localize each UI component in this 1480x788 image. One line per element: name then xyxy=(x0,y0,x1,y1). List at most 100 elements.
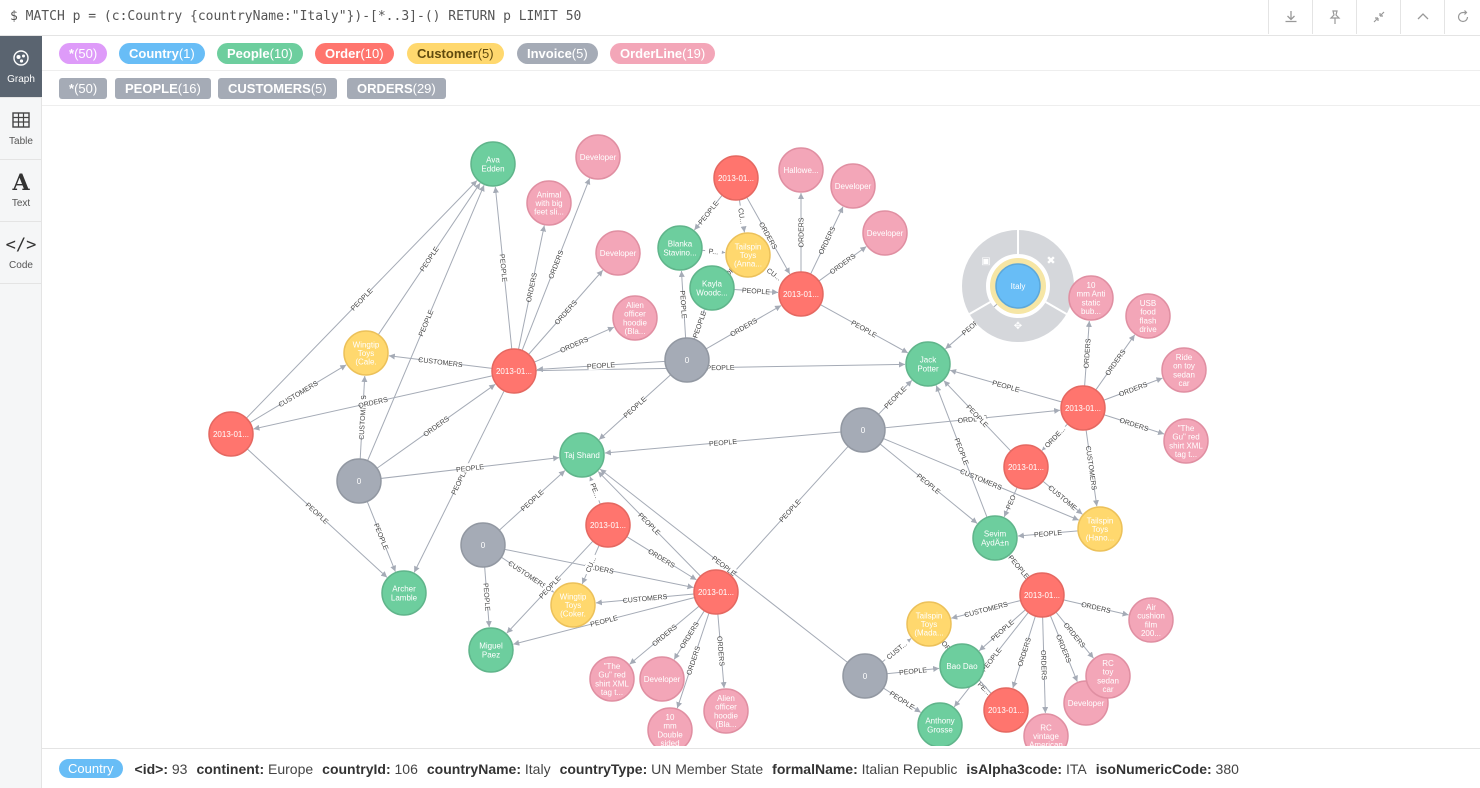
relationship-edge[interactable]: PEOPLE xyxy=(878,380,913,415)
relationship-edge[interactable]: ORDERS xyxy=(1063,599,1129,617)
customer-node[interactable]: TailspinToys(Hano... xyxy=(1077,506,1123,552)
order-node[interactable]: 2013-01... xyxy=(1003,444,1049,490)
legend-label-people[interactable]: People(10) xyxy=(217,43,303,64)
relationship-edge[interactable]: P... xyxy=(701,245,726,257)
node-circle[interactable] xyxy=(470,141,516,187)
legend-label-country[interactable]: Country(1) xyxy=(119,43,205,64)
node-circle[interactable] xyxy=(491,348,537,394)
relationship-edge[interactable]: PEOPLE xyxy=(498,470,566,531)
relationship-edge[interactable]: CUSTOMERS xyxy=(249,364,347,424)
invoice-node[interactable]: 0 xyxy=(842,653,888,699)
download-icon[interactable] xyxy=(1268,0,1312,34)
node-circle[interactable] xyxy=(778,147,824,193)
relationship-edge[interactable]: PE... xyxy=(587,476,604,505)
relationship-edge[interactable]: PEOPLE xyxy=(935,385,988,518)
relationship-edge[interactable]: ORDERS xyxy=(533,326,615,363)
node-circle[interactable] xyxy=(657,225,703,271)
node-circle[interactable] xyxy=(468,627,514,673)
node-circle[interactable] xyxy=(575,134,621,180)
customer-node[interactable]: TailspinToys(Anna... xyxy=(725,232,771,278)
relationship-edge[interactable]: PEOPLE xyxy=(690,309,708,340)
node-circle[interactable] xyxy=(336,458,382,504)
selected-label-badge[interactable]: Country xyxy=(59,759,123,778)
legend-label-orderline[interactable]: OrderLine(19) xyxy=(610,43,716,64)
node-circle[interactable] xyxy=(840,407,886,453)
node-circle[interactable] xyxy=(1125,293,1171,339)
orderline-node[interactable]: Developer xyxy=(575,134,621,180)
relationship-edge[interactable]: ORDERS xyxy=(517,225,547,350)
orderline-node[interactable]: Alienofficerhoodie(Bla... xyxy=(703,688,749,734)
node-circle[interactable] xyxy=(664,337,710,383)
relationship-edge[interactable]: ORDERS xyxy=(1039,616,1050,714)
node-circle[interactable] xyxy=(595,230,641,276)
relationship-edge[interactable]: PEOPLE xyxy=(886,664,940,677)
order-node[interactable]: 2013-01... xyxy=(713,155,759,201)
relationship-edge[interactable]: PEOPLE xyxy=(883,687,922,713)
relationship-edge[interactable]: ORDERS xyxy=(626,536,697,581)
relationship-edge[interactable]: PEOPLE xyxy=(1006,553,1031,581)
relationship-edge[interactable]: ORDERS xyxy=(1011,615,1036,689)
query-text[interactable]: $ MATCH p = (c:Country {countryName:"Ita… xyxy=(10,9,582,24)
node-circle[interactable] xyxy=(862,210,908,256)
node-circle[interactable] xyxy=(1085,653,1131,699)
node-circle[interactable] xyxy=(1060,385,1106,431)
legend-type-orders[interactable]: ORDERS(29) xyxy=(347,78,446,99)
node-circle[interactable] xyxy=(972,515,1018,561)
orderline-node[interactable]: Aircushionfilm200... xyxy=(1128,597,1174,643)
node-circle[interactable] xyxy=(647,707,693,746)
node-circle[interactable] xyxy=(1003,444,1049,490)
relationship-edge[interactable]: PEOPLE xyxy=(367,184,485,461)
relationship-edge[interactable]: ORDERS xyxy=(796,193,806,272)
order-node[interactable]: 2013-01... xyxy=(983,687,1029,733)
node-circle[interactable] xyxy=(208,411,254,457)
order-node[interactable]: 2013-01... xyxy=(208,411,254,457)
node-circle[interactable] xyxy=(589,656,635,702)
nav-text[interactable]: A Text xyxy=(0,160,42,222)
expand-icon[interactable]: ✥ xyxy=(1014,321,1022,332)
node-circle[interactable] xyxy=(906,601,952,647)
node-circle[interactable] xyxy=(639,656,685,702)
legend-type-all[interactable]: *(50) xyxy=(59,78,108,99)
node-circle[interactable] xyxy=(917,702,963,746)
order-node[interactable]: 2013-01... xyxy=(585,502,631,548)
node-circle[interactable] xyxy=(585,502,631,548)
order-node[interactable]: 2013-01... xyxy=(1019,572,1065,618)
unlock-icon[interactable]: ▣ xyxy=(981,256,990,267)
relationship-edge[interactable]: CUSTOME xyxy=(1042,480,1083,515)
invoice-node[interactable]: 0 xyxy=(840,407,886,453)
people-node[interactable]: Bao Dao xyxy=(939,643,985,689)
relationship-edge[interactable]: CUSTOMERS xyxy=(356,375,368,460)
invoice-node[interactable]: 0 xyxy=(336,458,382,504)
relationship-edge[interactable]: PEOPLE xyxy=(678,270,690,339)
relationship-edge[interactable]: ORDERS xyxy=(1103,377,1163,401)
node-circle[interactable] xyxy=(1128,597,1174,643)
node-circle[interactable] xyxy=(612,295,658,341)
pin-icon[interactable] xyxy=(1312,0,1356,34)
orderline-node[interactable]: Developer xyxy=(862,210,908,256)
relationship-edge[interactable]: ORDERS xyxy=(528,269,604,355)
relationship-edge[interactable]: PEOPLE xyxy=(599,468,848,663)
node-circle[interactable] xyxy=(1163,418,1209,464)
relationship-edge[interactable]: CU... xyxy=(736,199,749,233)
relationship-edge[interactable]: ORDE... xyxy=(1041,423,1069,451)
legend-label-order[interactable]: Order(10) xyxy=(315,43,394,64)
node-circle[interactable] xyxy=(830,163,876,209)
relationship-edge[interactable]: PEOPLE xyxy=(366,501,396,572)
orderline-node[interactable]: Developer xyxy=(830,163,876,209)
node-circle[interactable] xyxy=(725,232,771,278)
relationship-edge[interactable]: CUSTOMERS xyxy=(883,438,1079,521)
relationship-edge[interactable]: ORDERS xyxy=(1081,320,1093,387)
order-node[interactable]: 2013-01... xyxy=(1060,385,1106,431)
orderline-node[interactable]: Alienofficerhoodie(Bla... xyxy=(612,295,658,341)
